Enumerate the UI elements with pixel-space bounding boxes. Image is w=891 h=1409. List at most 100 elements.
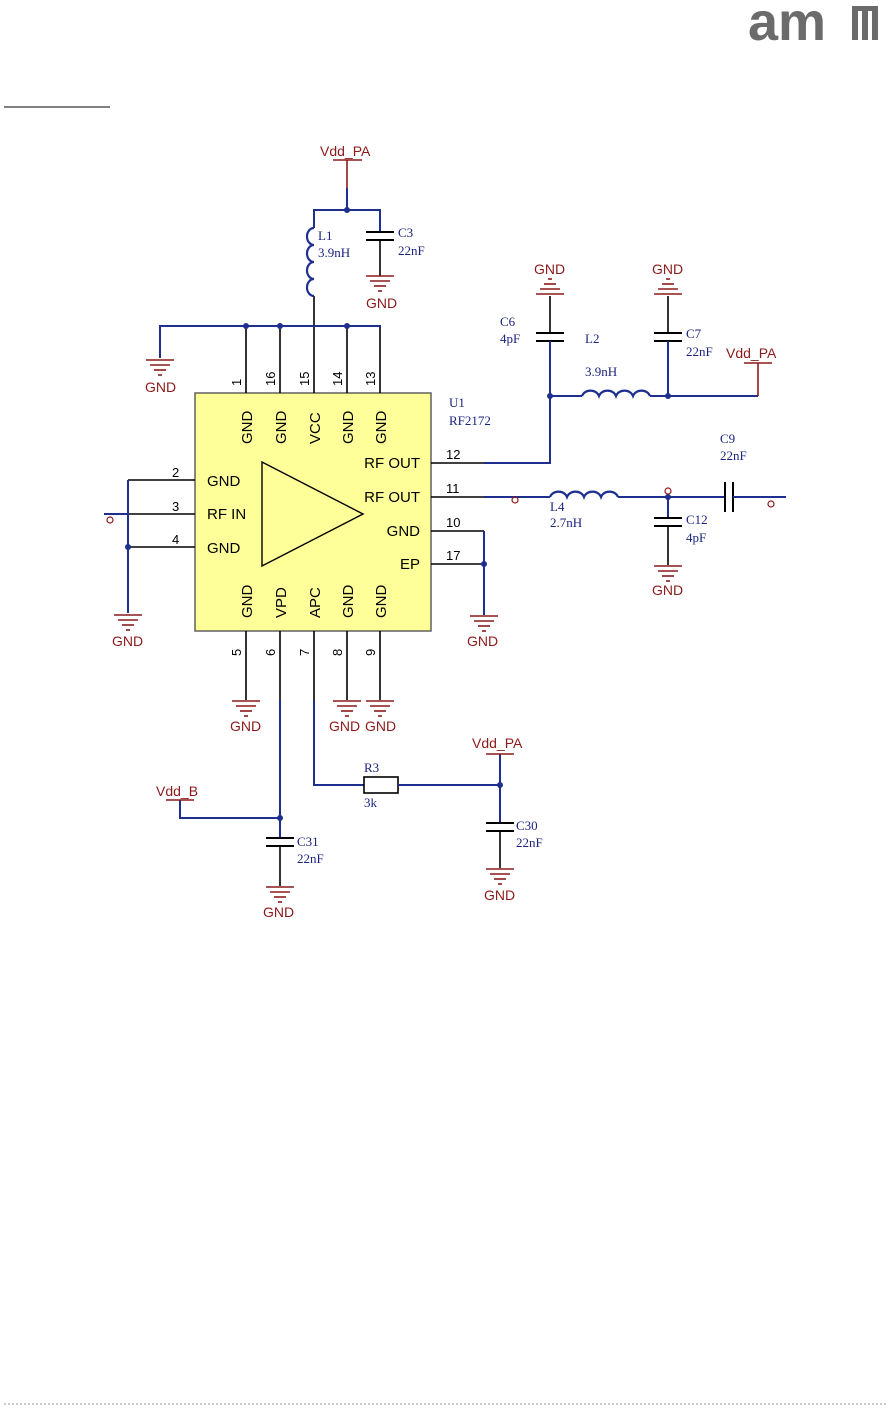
gnd-c3-label: GND: [366, 295, 397, 311]
capacitor-c3: [366, 228, 394, 276]
pin-name-7: APC: [307, 587, 324, 618]
gnd-left-symbol: [114, 615, 142, 630]
junction: [125, 544, 131, 550]
c31-ref: C31: [297, 834, 319, 849]
junction: [243, 323, 249, 329]
gnd-pin5-label: GND: [230, 718, 261, 734]
gnd-pin10-label: GND: [467, 633, 498, 649]
gnd-c3-symbol: [366, 276, 394, 291]
inductor-l2: [582, 391, 650, 396]
gnd-pin8-symbol: [333, 701, 361, 716]
c31-value: 22nF: [297, 851, 324, 866]
rf-in-port-icon: [107, 517, 113, 523]
l1-value: 3.9nH: [318, 245, 350, 260]
pin-num-7: 7: [297, 649, 312, 656]
c12-value: 4pF: [686, 530, 706, 545]
pin-name-1: GND: [239, 411, 256, 445]
gnd-c31-label: GND: [263, 904, 294, 920]
r3-ref: R3: [364, 760, 379, 775]
pin-num-5: 5: [229, 649, 244, 656]
pin-name-6: VPD: [273, 587, 290, 618]
pin-num-8: 8: [330, 649, 345, 656]
rf-out-port-icon: [768, 501, 774, 507]
pin-num-17: 17: [446, 548, 460, 563]
capacitor-c9: [725, 482, 786, 512]
pin-name-17: EP: [400, 556, 420, 573]
c7-ref: C7: [686, 326, 702, 341]
pin-name-10: GND: [387, 523, 421, 540]
bottom-pin-stubs: [246, 631, 380, 700]
l2-ref: L2: [585, 331, 599, 346]
c12-ref: C12: [686, 512, 708, 527]
pin-name-4: GND: [207, 540, 241, 557]
pin-name-3: RF IN: [207, 506, 246, 523]
capacitor-c7: [654, 296, 682, 396]
vdd-pa-right-label: Vdd_PA: [726, 345, 777, 361]
c7-value: 22nF: [686, 344, 713, 359]
junction: [344, 207, 350, 213]
l2-value: 3.9nH: [585, 364, 617, 379]
junction: [481, 561, 487, 567]
wire-apc: [314, 700, 364, 785]
pin-num-10: 10: [446, 515, 460, 530]
pin-num-12: 12: [446, 447, 460, 462]
gnd-c31-symbol: [266, 887, 294, 902]
capacitor-c12: [654, 497, 682, 565]
gnd-c12-symbol: [654, 566, 682, 581]
pin-num-6: 6: [263, 649, 278, 656]
left-pin-stubs: [128, 480, 195, 547]
capacitor-c6: [536, 296, 564, 396]
gnd-top-left-symbol: [146, 360, 174, 375]
pin-num-13: 13: [363, 372, 378, 386]
test-point-icon: [665, 488, 671, 494]
logo-mark-icon: [852, 6, 878, 40]
pin-num-1: 1: [229, 379, 244, 386]
pin-name-5: GND: [239, 585, 256, 619]
gnd-pin8-label: GND: [329, 718, 360, 734]
gnd-c6-symbol: [536, 279, 564, 294]
pin-name-11: RF OUT: [364, 489, 420, 506]
gnd-top-left-label: GND: [145, 379, 176, 395]
junction: [277, 815, 283, 821]
c3-value: 22nF: [398, 243, 425, 258]
pin-name-14: GND: [340, 411, 357, 445]
gnd-c7-symbol: [654, 279, 682, 294]
gnd-c6-label: GND: [534, 261, 565, 277]
junction: [277, 323, 283, 329]
pin-name-8: GND: [340, 585, 357, 619]
gnd-c12-label: GND: [652, 582, 683, 598]
capacitor-c31: [266, 838, 294, 886]
c6-value: 4pF: [500, 331, 520, 346]
pin-num-15: 15: [297, 372, 312, 386]
gnd-c7-label: GND: [652, 261, 683, 277]
am-logo: am: [748, 0, 878, 52]
vdd-pa-bottom-label: Vdd_PA: [472, 735, 523, 751]
pin-num-16: 16: [263, 372, 278, 386]
pin-num-14: 14: [330, 372, 345, 386]
vdd-b-label: Vdd_B: [156, 783, 198, 799]
gnd-c30-label: GND: [484, 887, 515, 903]
gnd-pin9-symbol: [366, 701, 394, 716]
c3-ref: C3: [398, 225, 413, 240]
pin-name-13: GND: [373, 411, 390, 445]
l4-value: 2.7nH: [550, 515, 582, 530]
pin-name-15: VCC: [307, 412, 324, 444]
c30-value: 22nF: [516, 835, 543, 850]
wire-pin12: [484, 396, 550, 463]
chip-part: RF2172: [449, 413, 491, 428]
gnd-pin9-label: GND: [365, 718, 396, 734]
l4-ref: L4: [550, 499, 565, 514]
pin-num-9: 9: [363, 649, 378, 656]
inductor-l4: [550, 492, 618, 497]
vdd-pa-top-label: Vdd_PA: [320, 143, 371, 159]
l1-ref: L1: [318, 228, 332, 243]
pin-name-16: GND: [273, 411, 290, 445]
pin-num-3: 3: [172, 499, 179, 514]
c9-value: 22nF: [720, 448, 747, 463]
logo-text: am: [748, 0, 826, 52]
pin-num-11: 11: [446, 481, 460, 496]
c9-ref: C9: [720, 431, 735, 446]
chip-ref: U1: [449, 395, 465, 410]
gnd-pin10-symbol: [470, 616, 498, 631]
